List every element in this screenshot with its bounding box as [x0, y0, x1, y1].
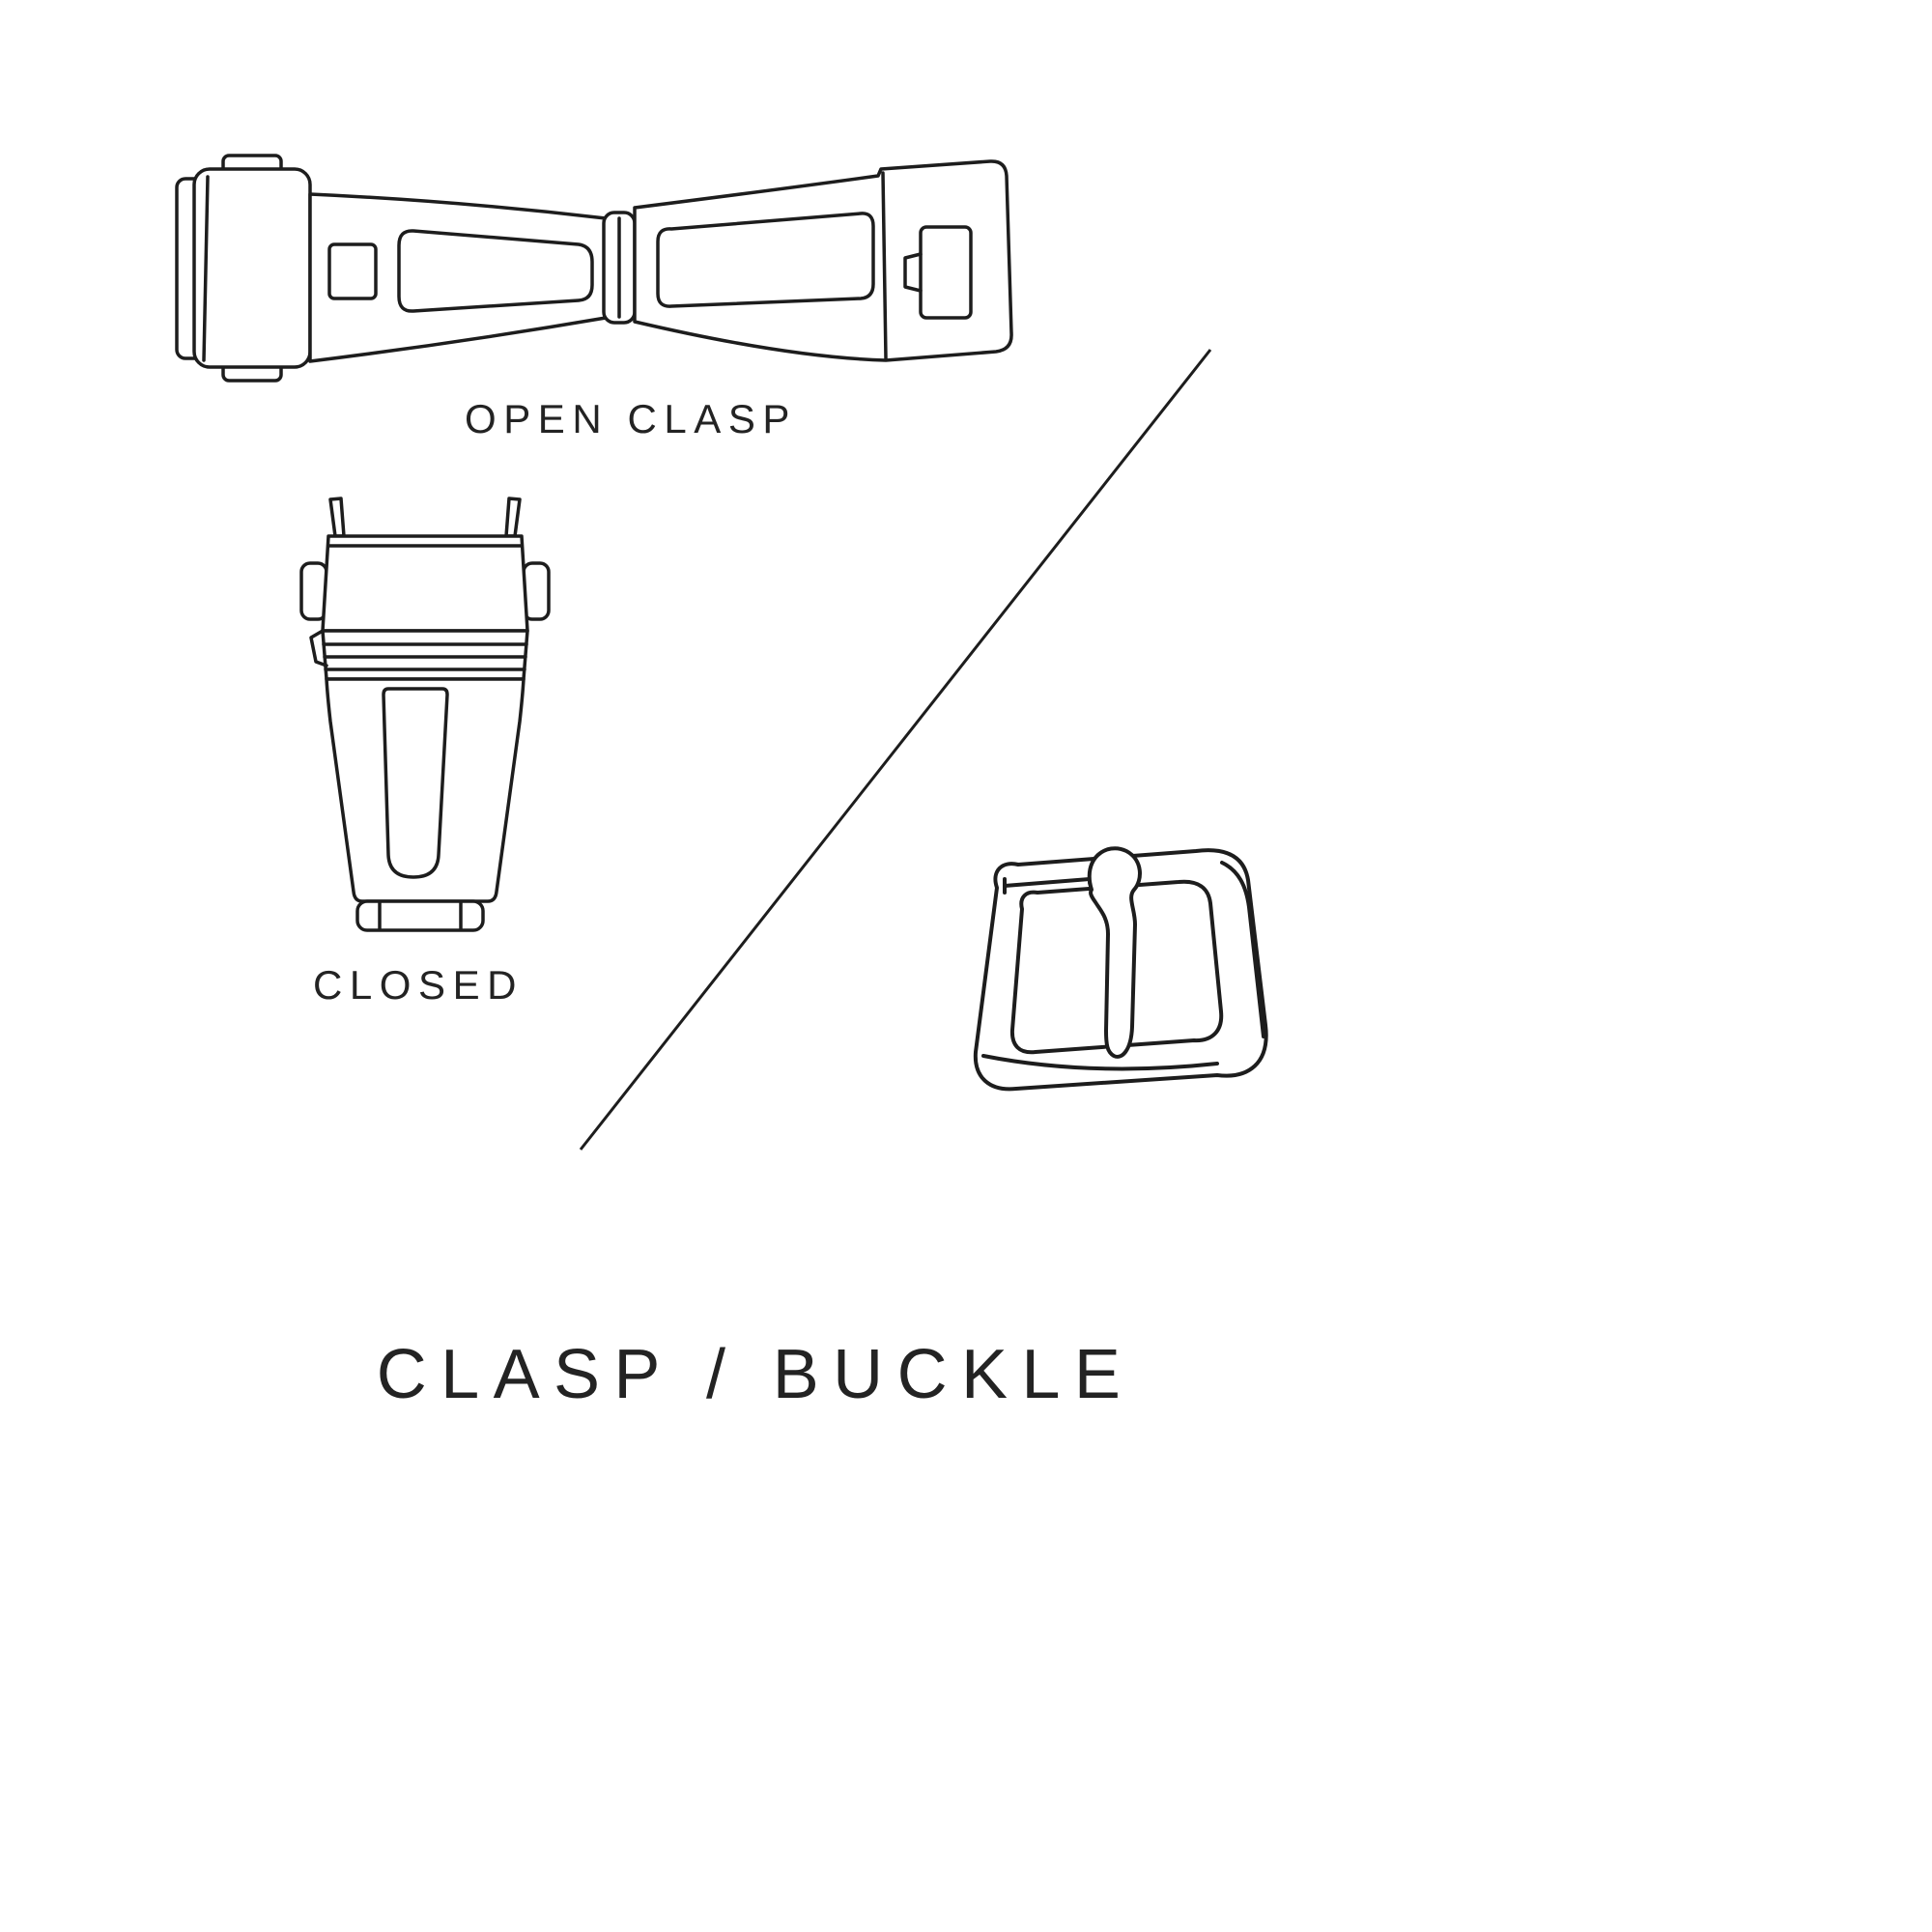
open-clasp-illustration	[175, 154, 1013, 383]
clasp-right-arm	[633, 159, 1013, 362]
diagram-title: CLASP / BUCKLE	[376, 1336, 1135, 1413]
closed-band	[321, 629, 529, 681]
closed-label: CLOSED	[312, 962, 525, 1008]
buckle-pin	[1003, 877, 1092, 888]
closed-body	[325, 677, 526, 903]
open-clasp-label: OPEN CLASP	[464, 396, 798, 441]
closed-prong-left	[328, 497, 346, 538]
buckle-prong	[1087, 846, 1142, 1059]
buckle-illustration	[973, 846, 1268, 1092]
closed-top-block	[321, 534, 529, 633]
clasp-cap-body	[192, 167, 312, 369]
clasp-left-window	[397, 229, 594, 313]
diagonal-line	[579, 349, 1212, 1151]
closed-prong-right	[504, 497, 522, 538]
closed-window	[382, 687, 449, 879]
clasp-right-cutout	[919, 225, 973, 320]
clasp-right-window	[656, 212, 875, 308]
closed-bottom-bar	[355, 899, 485, 932]
clasp-left-hole	[327, 242, 378, 300]
closed-clasp-illustration	[299, 497, 551, 932]
